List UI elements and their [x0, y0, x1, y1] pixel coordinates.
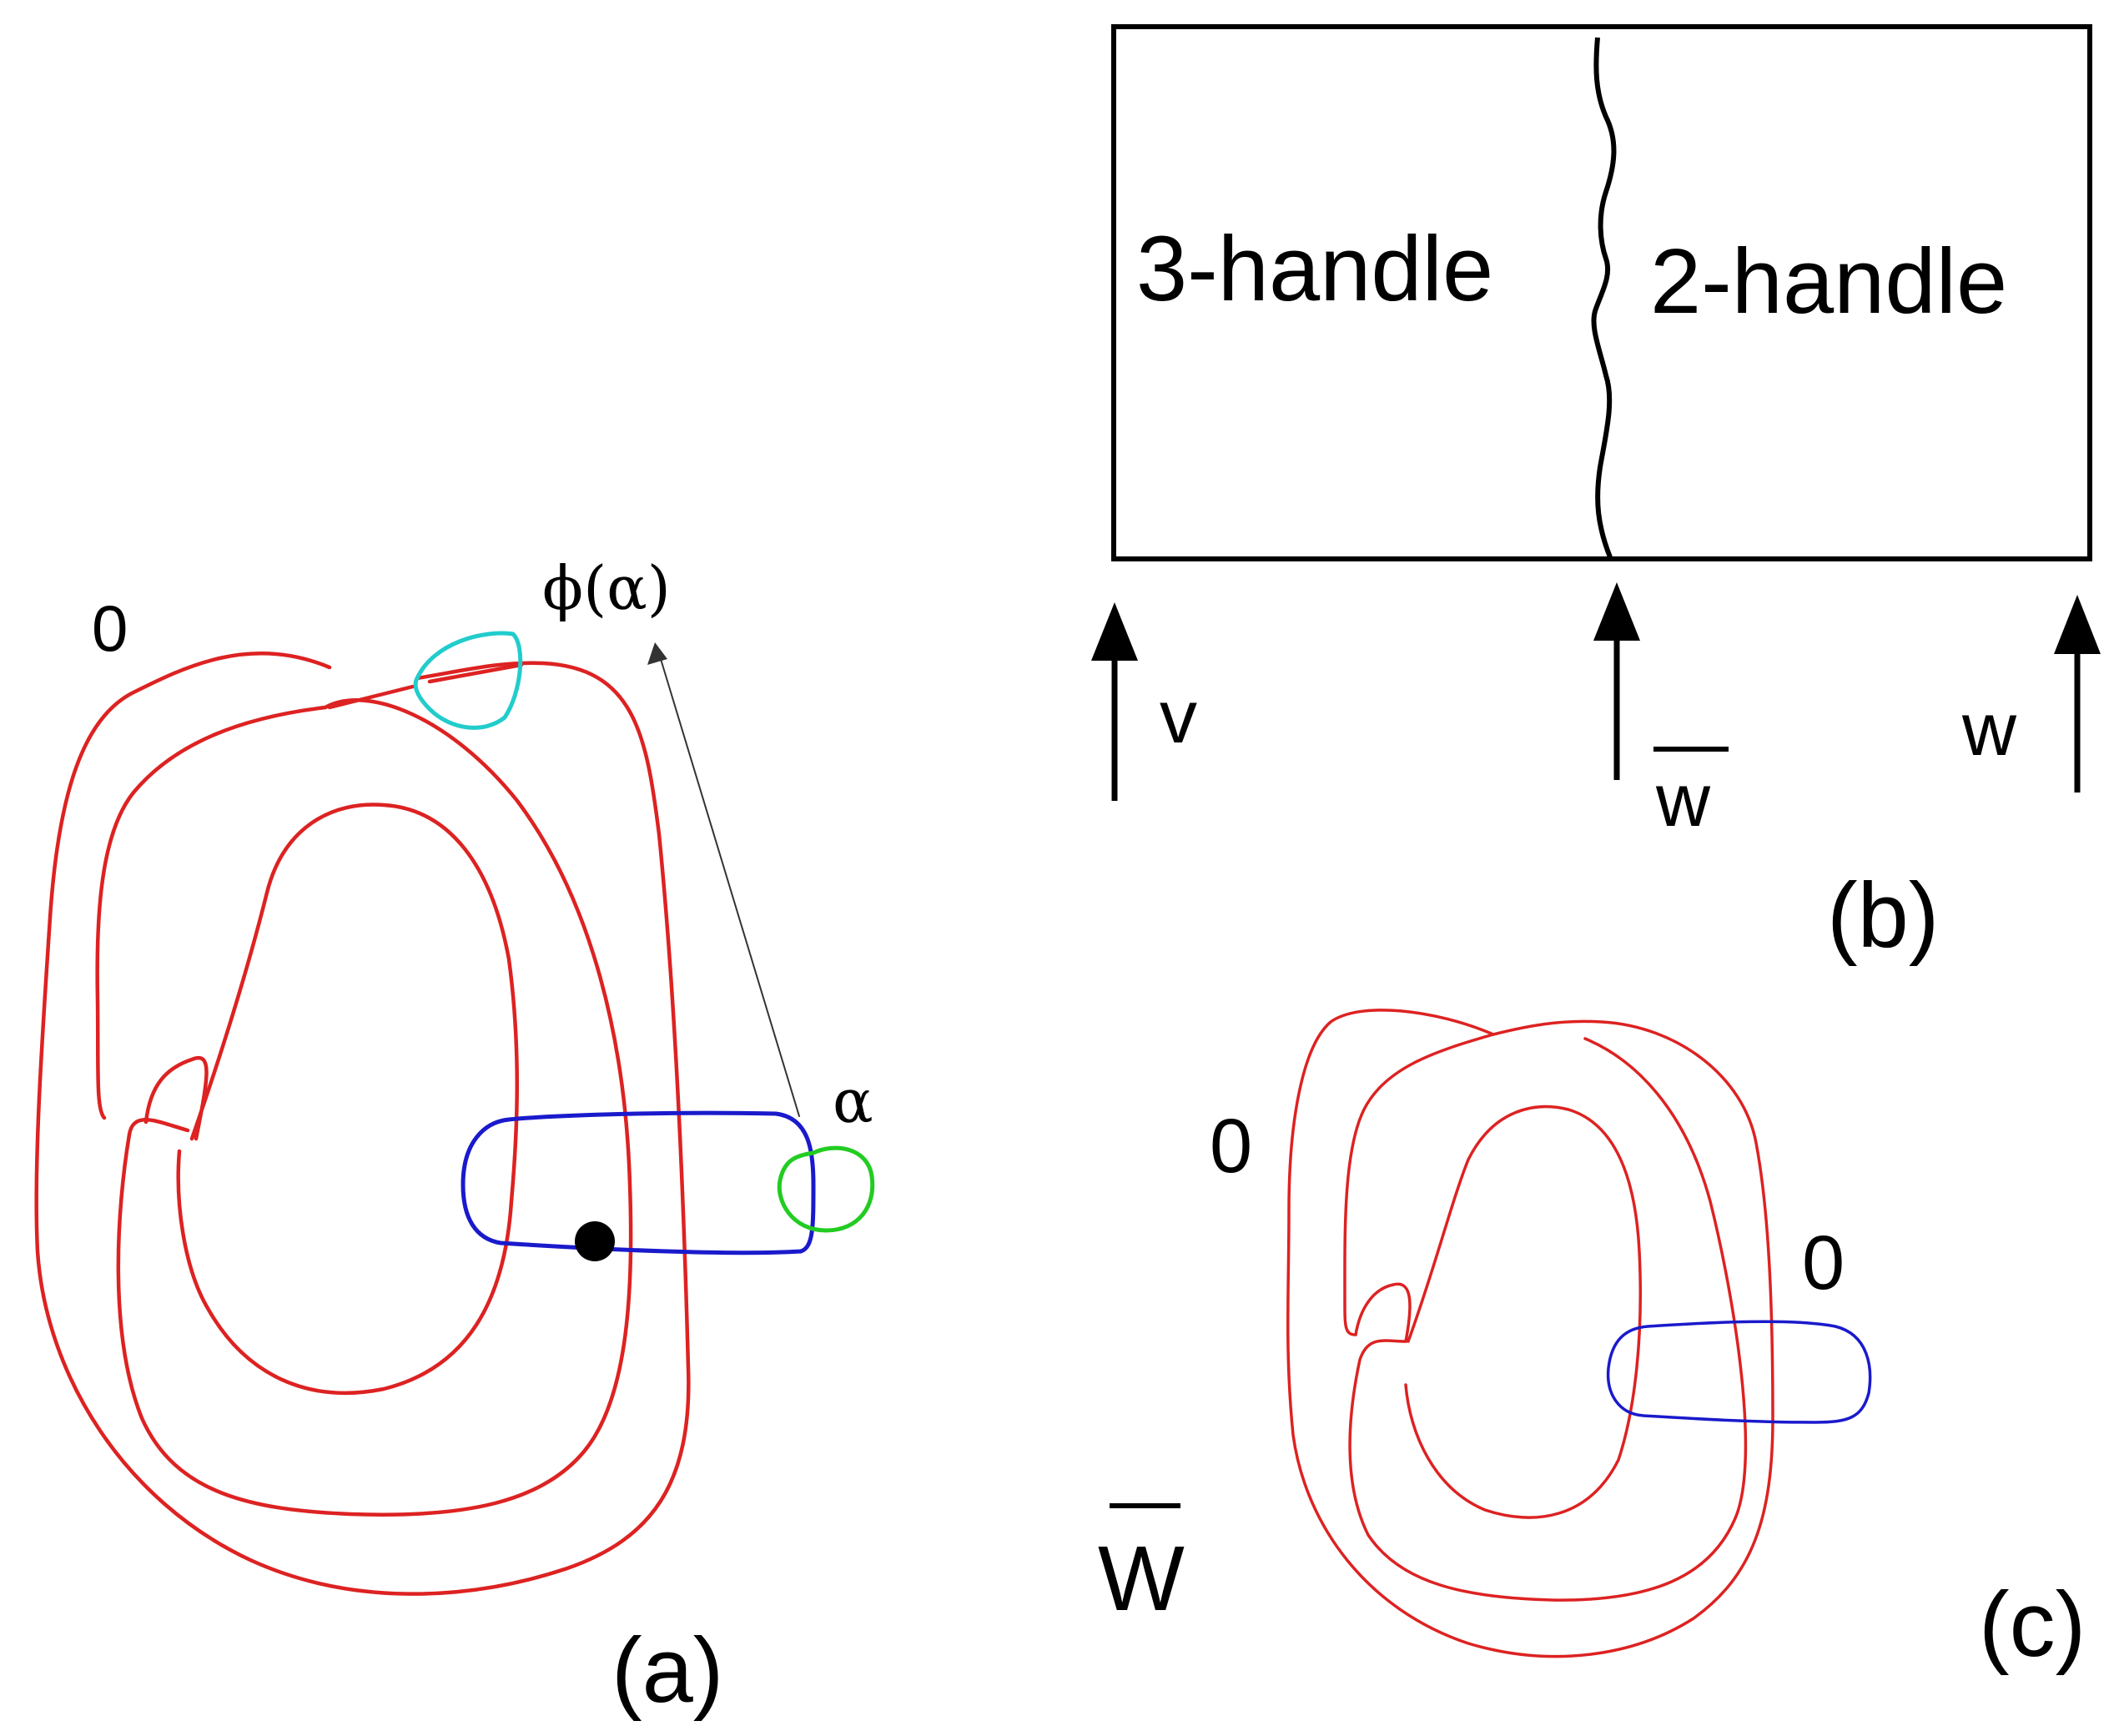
red-middle-strand — [95, 698, 633, 1517]
cobordism-box — [1111, 24, 2092, 561]
c-framing-left: 0 — [1210, 1104, 1252, 1189]
arrow-v-head — [1091, 602, 1138, 661]
one-handle-dot — [575, 1221, 615, 1261]
phi-arrow-head — [647, 642, 667, 665]
c-red-middle-strand — [1343, 1033, 1748, 1602]
panel-c — [1286, 1009, 1872, 1658]
c-red-outer-strand — [1286, 1009, 1774, 1658]
green-loop — [777, 1145, 875, 1233]
alpha-label: α — [833, 1066, 873, 1136]
panel-a — [34, 631, 875, 1596]
panel-b — [1091, 24, 2101, 801]
c-framing-right: 0 — [1802, 1220, 1845, 1306]
phi-arrow-shaft — [660, 658, 800, 1117]
dividing-wavy-line — [1591, 37, 1617, 559]
arrow-w-head — [2054, 595, 2101, 654]
arrow-w-label: w — [1961, 688, 2017, 772]
arrow-v-label: v — [1160, 676, 1197, 759]
phi-alpha-label: ϕ(α) — [542, 553, 671, 623]
red-inner-strand — [143, 803, 519, 1395]
c-red-inner-strand — [1354, 1104, 1643, 1519]
panel-b-caption: (b) — [1827, 864, 1939, 967]
right-region-label: 2-handle — [1650, 230, 2007, 333]
panel-a-framing-label: 0 — [92, 591, 128, 665]
arrow-wbar-head — [1593, 582, 1640, 641]
c-manifold-label: W — [1098, 1527, 1185, 1630]
panel-c-caption: (c) — [1979, 1573, 2086, 1676]
left-region-label: 3-handle — [1136, 218, 1493, 320]
red-outer-strand — [34, 651, 691, 1596]
c-blue-loop — [1606, 1320, 1872, 1424]
blue-loop — [461, 1110, 816, 1255]
red-top-connector — [327, 662, 524, 710]
panel-a-caption: (a) — [612, 1619, 723, 1722]
cyan-loop — [413, 631, 523, 730]
arrow-wbar-label: w — [1655, 759, 1711, 843]
